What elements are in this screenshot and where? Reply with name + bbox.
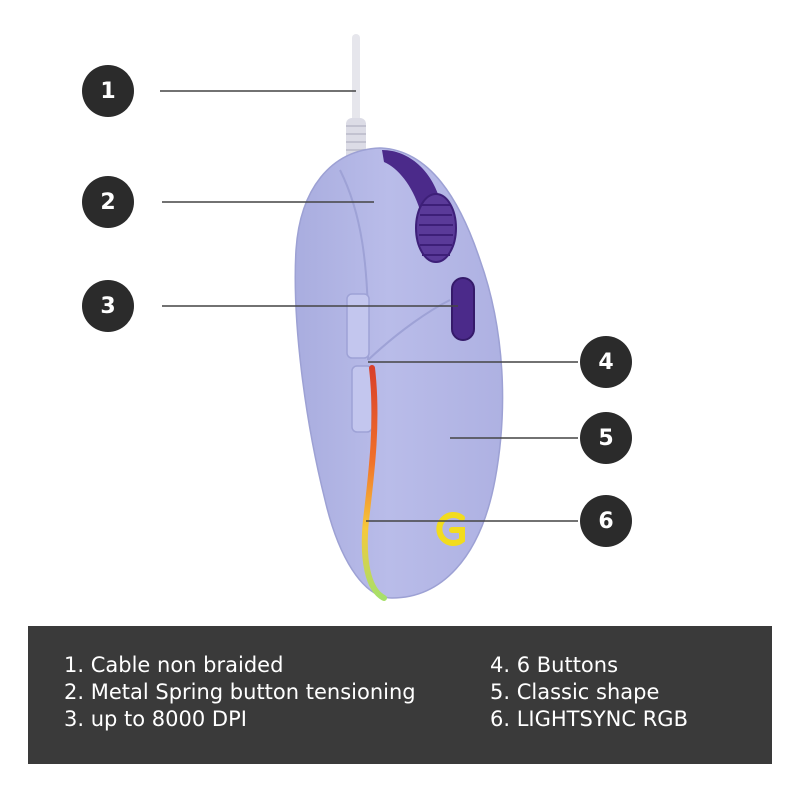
callout-badge-6: 6 bbox=[580, 495, 632, 547]
feature-panel: 1. Cable non braided 2. Metal Spring but… bbox=[28, 626, 772, 764]
side-button-forward bbox=[346, 293, 370, 359]
feature-list-left: 1. Cable non braided 2. Metal Spring but… bbox=[64, 652, 416, 733]
callout-badge-2: 2 bbox=[82, 176, 134, 228]
callout-badge-3: 3 bbox=[82, 280, 134, 332]
side-button-back bbox=[351, 365, 373, 433]
feature-item: 2. Metal Spring button tensioning bbox=[64, 680, 416, 704]
mouse-body bbox=[294, 147, 504, 599]
top-accent bbox=[382, 150, 440, 210]
rgb-strip bbox=[361, 365, 387, 601]
leader-lines bbox=[160, 90, 578, 522]
callout-badge-1: 1 bbox=[82, 65, 134, 117]
feature-list-right: 4. 6 Buttons 5. Classic shape 6. LIGHTSY… bbox=[490, 652, 688, 733]
logitech-g-logo-icon bbox=[436, 512, 465, 546]
feature-item: 3. up to 8000 DPI bbox=[64, 707, 247, 731]
right-button-edge bbox=[367, 299, 451, 361]
feature-item: 6. LIGHTSYNC RGB bbox=[490, 707, 688, 731]
feature-item: 5. Classic shape bbox=[490, 680, 660, 704]
callout-badge-4: 4 bbox=[580, 336, 632, 388]
product-figure: 1 2 3 4 5 6 bbox=[82, 34, 632, 601]
feature-item: 1. Cable non braided bbox=[64, 653, 284, 677]
feature-item: 4. 6 Buttons bbox=[490, 653, 619, 677]
dpi-button bbox=[451, 277, 475, 341]
callout-badge-5: 5 bbox=[580, 412, 632, 464]
mouse-illustration bbox=[160, 34, 578, 601]
